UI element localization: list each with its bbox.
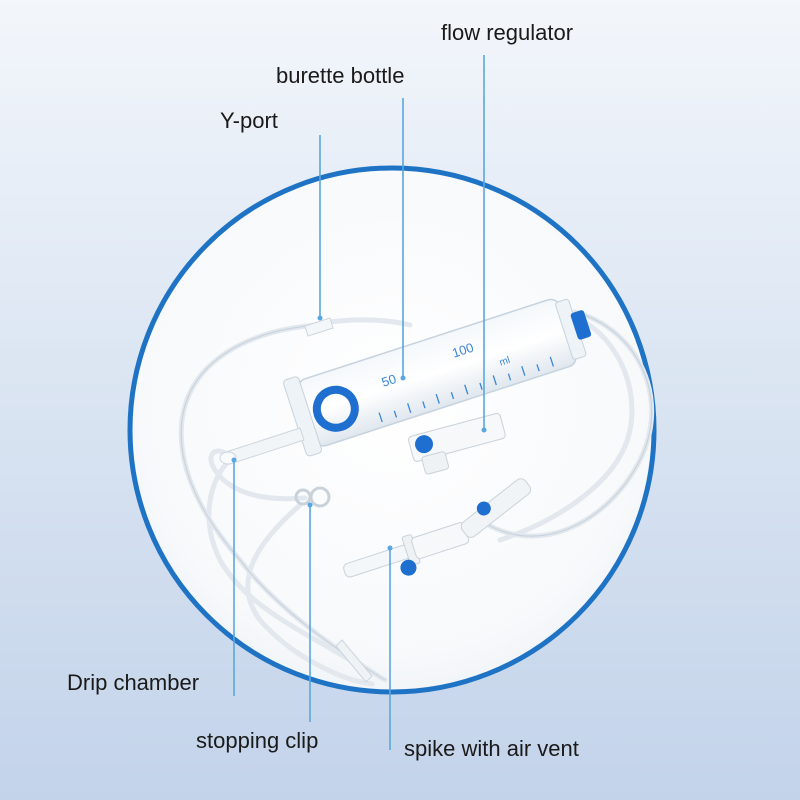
stopping-clip [294, 486, 331, 508]
burette-scale-ticks [378, 356, 555, 423]
leader-dots [231, 315, 487, 551]
leader-lines [233, 55, 485, 750]
product-photo-circle [127, 165, 657, 695]
burette-mark-50: 50 [380, 371, 398, 390]
y-port [304, 317, 334, 337]
flow-regulator [408, 412, 506, 475]
luer-connector [335, 639, 373, 683]
burette-unit: ml [498, 355, 511, 369]
label-flow-regulator: flow regulator [441, 20, 574, 45]
label-burette-bottle: burette bottle [276, 63, 405, 88]
label-stopping-clip: stopping clip [196, 728, 319, 753]
burette-bottle: 100 50 ml [283, 298, 592, 457]
burette-mark-100: 100 [450, 340, 475, 361]
float-valve-ring [312, 385, 359, 432]
label-drip-chamber: Drip chamber [67, 670, 200, 695]
spike-with-air-vent [343, 478, 532, 578]
label-y-port: Y-port [220, 108, 278, 133]
burette-blue-cap [570, 310, 592, 340]
label-spike-with-air-vent: spike with air vent [404, 736, 579, 761]
